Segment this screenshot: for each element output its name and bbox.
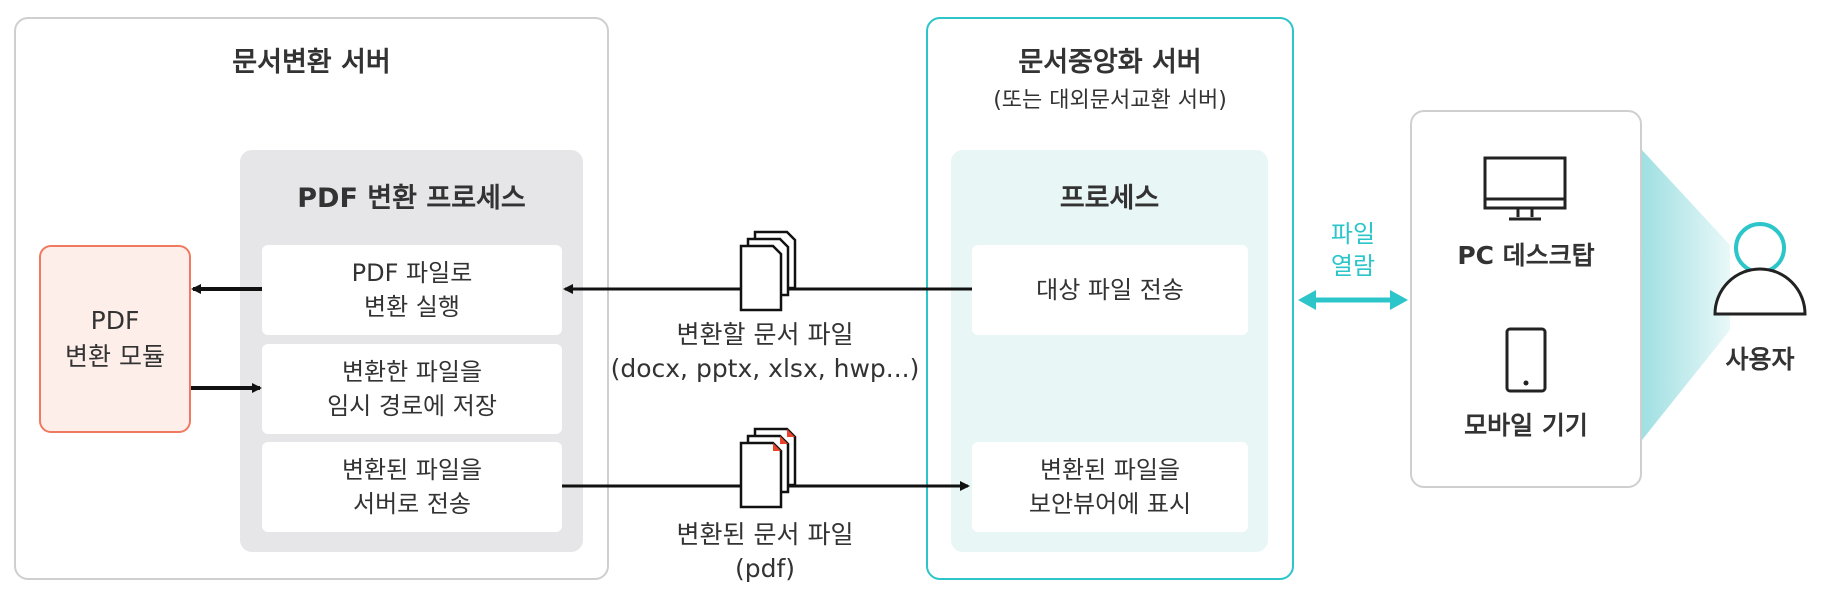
pdf-process-title: PDF 변환 프로세스 xyxy=(297,183,526,214)
central-process-title: 프로세스 xyxy=(1059,183,1160,214)
mobile-phone-icon xyxy=(1505,327,1547,393)
step-send-to-server: 변환된 파일을 서버로 전송 xyxy=(262,442,562,532)
desktop-monitor-icon xyxy=(1483,156,1567,221)
converted-label: 변환된 문서 파일 (pdf) xyxy=(600,518,930,586)
arrow-file-open-left-head xyxy=(1298,290,1316,310)
step-convert-execute-line2: 변환 실행 xyxy=(364,293,460,321)
desktop-label: PC 데스크탑 xyxy=(1457,241,1595,270)
central-server-subtitle: (또는 대외문서교환 서버) xyxy=(993,88,1227,113)
converted-line1: 변환된 문서 파일 xyxy=(676,520,854,549)
file-open-line2: 열람 xyxy=(1330,252,1376,280)
step-send-to-server-line1: 변환된 파일을 xyxy=(341,456,483,484)
step-send-target-file: 대상 파일 전송 xyxy=(972,245,1248,335)
step-save-temp-line2: 임시 경로에 저장 xyxy=(327,392,497,420)
to-convert-line2: (docx, pptx, xlsx, hwp...) xyxy=(610,354,920,383)
mobile-label: 모바일 기기 xyxy=(1464,411,1588,440)
file-open-line1: 파일 xyxy=(1330,220,1376,248)
pdf-document-stack-icon xyxy=(739,427,797,509)
step-save-temp-line1: 변환한 파일을 xyxy=(341,358,483,386)
central-server-title: 문서중앙화 서버 xyxy=(1018,47,1202,78)
user-label: 사용자 xyxy=(1725,345,1795,374)
step-send-to-server-line2: 서버로 전송 xyxy=(352,490,472,518)
arrow-file-open-right-head xyxy=(1390,290,1408,310)
step-display-line1: 변환된 파일을 xyxy=(1039,456,1181,484)
step-send-target-file-line1: 대상 파일 전송 xyxy=(1036,276,1184,304)
to-convert-line1: 변환할 문서 파일 xyxy=(676,320,854,349)
document-stack-icon xyxy=(739,230,797,312)
to-convert-label: 변환할 문서 파일 (docx, pptx, xlsx, hwp...) xyxy=(600,318,930,386)
pdf-module-line2: 변환 모듈 xyxy=(65,342,165,371)
step-display-secure-viewer: 변환된 파일을 보안뷰어에 표시 xyxy=(972,442,1248,532)
conversion-server-title: 문서변환 서버 xyxy=(232,47,391,78)
pdf-conversion-module: PDF 변환 모듈 xyxy=(39,245,191,433)
user-view-cone xyxy=(1642,150,1730,440)
user-icon xyxy=(1713,222,1807,316)
step-convert-execute-line1: PDF 파일로 xyxy=(351,259,473,287)
file-open-label: 파일 열람 xyxy=(1303,218,1403,282)
step-display-line2: 보안뷰어에 표시 xyxy=(1028,490,1192,518)
step-save-temp: 변환한 파일을 임시 경로에 저장 xyxy=(262,344,562,434)
pdf-module-line1: PDF xyxy=(90,306,140,335)
devices-panel xyxy=(1410,110,1642,488)
step-convert-execute: PDF 파일로 변환 실행 xyxy=(262,245,562,335)
converted-line2: (pdf) xyxy=(734,554,796,583)
